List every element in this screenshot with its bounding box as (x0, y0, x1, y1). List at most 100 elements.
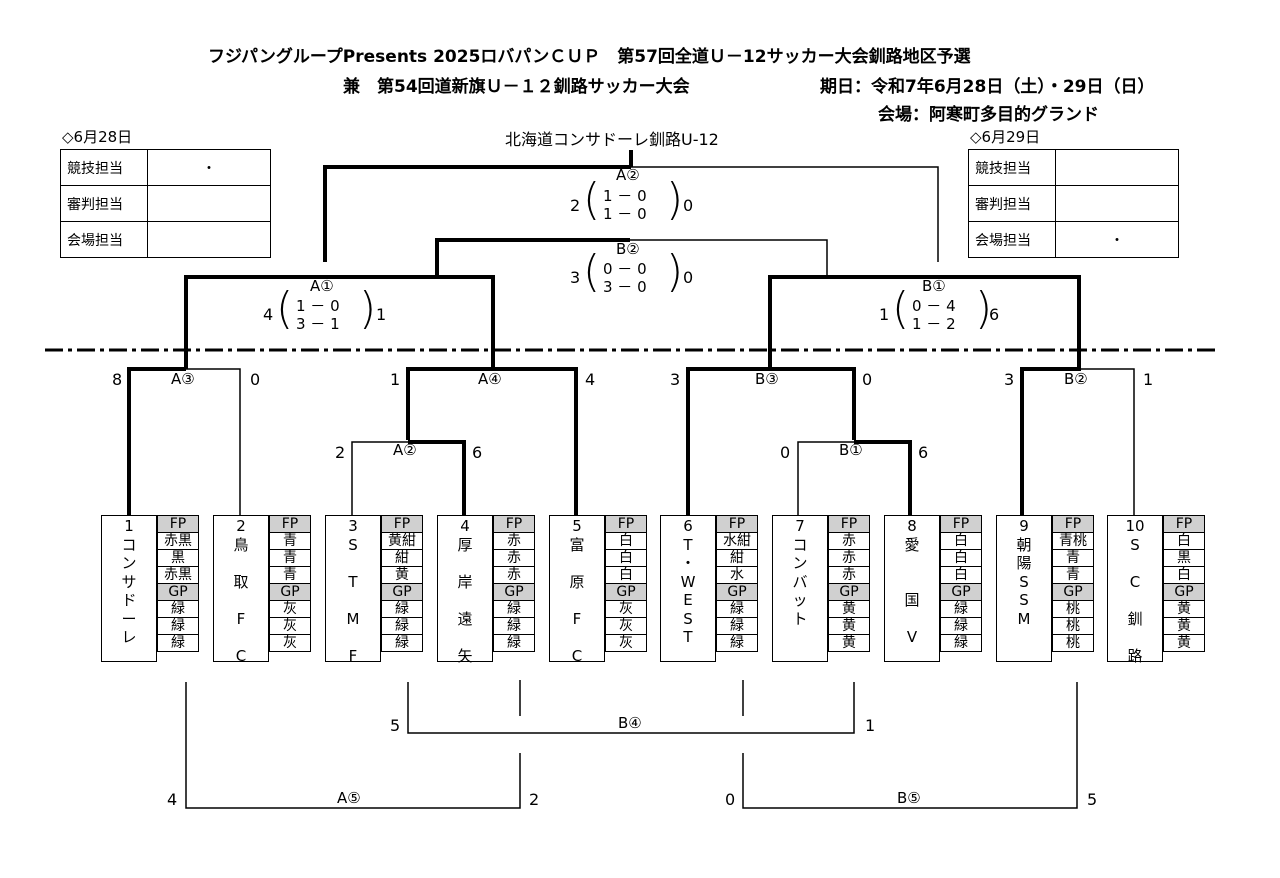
fp-color: 赤 (493, 549, 535, 567)
gp-header: GP (381, 583, 423, 601)
bracket-open-icon: ( (276, 283, 294, 334)
team-name-char (885, 610, 939, 629)
team-name-char: 国 (904, 591, 920, 609)
team-name-char: M (1017, 609, 1031, 628)
team-name-char (550, 554, 604, 573)
team-name-char: 10 (1125, 517, 1145, 535)
team-name-char: 矢 (457, 646, 473, 665)
fp-color: 白 (1163, 532, 1205, 550)
fp-header: FP (605, 515, 647, 533)
gp-color: 緑 (940, 600, 982, 618)
team-name-char: コ (792, 535, 808, 554)
match-a1-semi-h1: 1 － 0 (296, 297, 340, 315)
team-name-char: S (1019, 591, 1029, 609)
match-b3-left: 3 (670, 370, 681, 389)
match-a1-semi-h2: 3 － 1 (296, 315, 340, 333)
match-a3-label: A③ (171, 370, 195, 388)
team-name-char: 路 (1127, 646, 1143, 665)
match-b2-third-left: 3 (570, 268, 581, 287)
team-name-char: ド (121, 591, 137, 609)
match-a4-label: A④ (478, 370, 502, 388)
tournament-subtitle: 兼 第54回道新旗Ｕ－１２釧路サッカー大会 (343, 77, 690, 97)
gp-color: 桃 (1052, 600, 1094, 618)
team-name-char: 鳥 (233, 535, 249, 554)
fp-color: 白 (940, 566, 982, 584)
staff-value: ・ (1055, 221, 1179, 258)
fp-color: 赤 (828, 566, 870, 584)
team-name-char: 岸 (457, 572, 473, 591)
staff-role: 競技担当 (60, 149, 148, 186)
bracket-open-icon: ( (583, 174, 601, 225)
team-name-char: 5 (572, 517, 582, 535)
gp-color: 緑 (381, 634, 423, 652)
team-name-char: ン (792, 554, 808, 572)
fp-header: FP (716, 515, 758, 533)
bracket-close-icon: ) (359, 283, 377, 334)
fp-color: 黒 (157, 549, 199, 567)
gp-color: 黄 (1163, 634, 1205, 652)
match-a2-label: A② (393, 441, 417, 459)
team-name-char (885, 554, 939, 573)
team-name-char: 朝 (1016, 535, 1032, 554)
gp-header: GP (1052, 583, 1094, 601)
match-b2-left: 3 (1004, 370, 1015, 389)
bracket-close-icon: ) (666, 246, 684, 297)
team-name-char: T (683, 535, 693, 554)
staff-role: 会場担当 (60, 221, 148, 258)
fp-color: 水 (716, 566, 758, 584)
gp-header: GP (157, 583, 199, 601)
champion-name: 北海道コンサドーレ釧路U-12 (505, 130, 719, 149)
match-a2-final-h2: 1 － 0 (603, 205, 647, 223)
fp-color: 白 (605, 532, 647, 550)
team-name-char: S (683, 609, 693, 628)
match-b2-third-h2: 3 － 0 (603, 278, 647, 296)
match-b4-right: 1 (865, 716, 876, 735)
team-name-char (326, 628, 380, 647)
gp-color: 灰 (269, 634, 311, 652)
fp-color: 紺 (716, 549, 758, 567)
match-a2-final-h1: 1 － 0 (603, 187, 647, 205)
team-name-char (1108, 554, 1162, 573)
match-a1-semi-label: A① (310, 277, 334, 295)
fp-color: 赤 (828, 549, 870, 567)
match-b1-semi-h1: 0 － 4 (912, 297, 956, 315)
match-b4-left: 5 (390, 716, 401, 735)
match-b1-label: B① (839, 441, 863, 459)
match-b2-third-h1: 0 － 0 (603, 260, 647, 278)
fp-color: 黄紺 (381, 532, 423, 550)
gp-color: 灰 (605, 634, 647, 652)
staff-value (147, 221, 271, 258)
gp-header: GP (493, 583, 535, 601)
staff-right-title: ◇6月29日 (970, 128, 1041, 146)
fp-color: 紺 (381, 549, 423, 567)
match-a4-left: 1 (390, 370, 401, 389)
team-name-char: 4 (460, 517, 470, 535)
staff-value: ・ (147, 149, 271, 186)
team-name-char: S (1019, 572, 1029, 591)
gp-color: 灰 (605, 600, 647, 618)
match-a5-label: A⑤ (337, 789, 361, 807)
staff-left-table: 競技担当・ 審判担当 会場担当 (60, 149, 271, 258)
fp-header: FP (1163, 515, 1205, 533)
team-name-char (1108, 591, 1162, 610)
bracket-open-icon: ( (892, 283, 910, 334)
staff-role: 審判担当 (968, 185, 1056, 222)
fp-header: FP (940, 515, 982, 533)
gp-color: 緑 (716, 634, 758, 652)
match-b5-label: B⑤ (897, 789, 921, 807)
match-b1-semi-h2: 1 － 2 (912, 315, 956, 333)
team-name-char: コ (121, 535, 137, 554)
team-name-char: C (235, 646, 247, 665)
team-name-char: C (1129, 572, 1141, 591)
team-name-char: 1 (124, 517, 134, 535)
gp-color: 緑 (157, 634, 199, 652)
fp-color: 白 (605, 566, 647, 584)
team-name-char: 3 (348, 517, 358, 535)
